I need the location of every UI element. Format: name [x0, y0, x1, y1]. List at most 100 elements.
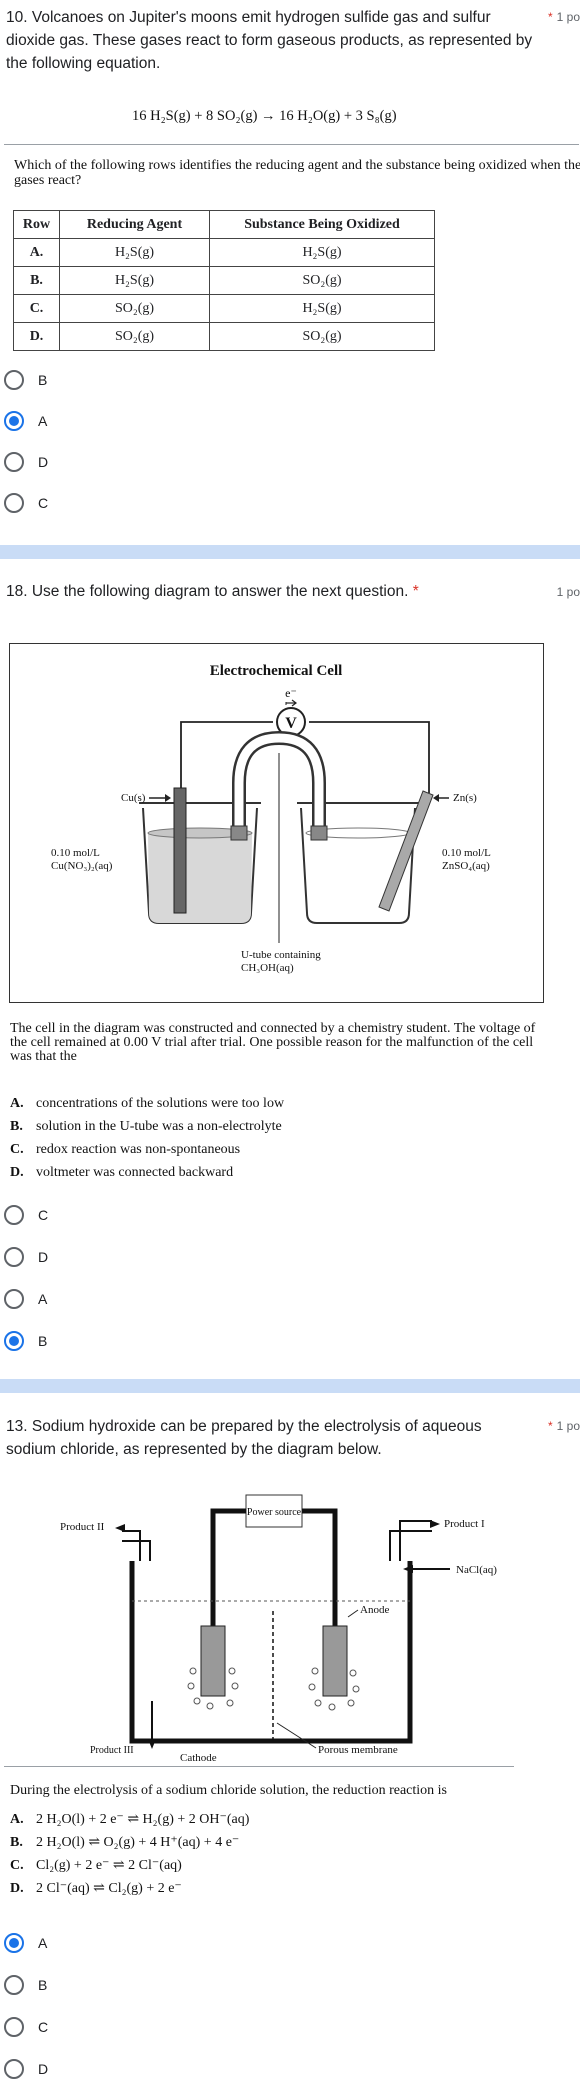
copper-electrode — [173, 787, 187, 914]
svg-text:Zn(s): Zn(s) — [453, 792, 477, 804]
prompt-text: 18. Use the following diagram to answer … — [6, 583, 409, 600]
option-c[interactable]: C — [4, 2015, 48, 2039]
option-label: B — [38, 1977, 48, 1993]
option-d[interactable]: D — [4, 1245, 48, 1269]
option-c[interactable]: C — [4, 491, 48, 515]
question-13-points: *1 po — [548, 1419, 580, 1433]
table-header: Substance Being Oxidized — [209, 210, 435, 239]
radio-button[interactable] — [4, 2017, 24, 2037]
question-18-prompt: 18. Use the following diagram to answer … — [6, 580, 526, 603]
option-b[interactable]: B — [4, 1329, 47, 1353]
radio-button[interactable] — [4, 2059, 24, 2079]
zinc-electrode — [378, 790, 434, 912]
choice-a: A.2 H₂O(l) + 2 e⁻ ⇌ H₂(g) + 2 OH⁻(aq) — [10, 1812, 250, 1827]
anode-electrode — [322, 1625, 348, 1697]
left-solution — [148, 833, 252, 923]
option-label: B — [38, 1333, 48, 1349]
option-d[interactable]: D — [4, 2057, 48, 2081]
electrolysis-tank — [129, 1561, 413, 1744]
table-cell: SO₂(g) — [59, 294, 210, 323]
table-cell: A. — [13, 238, 60, 267]
table-row: B.H₂S(g)SO₂(g) — [13, 266, 435, 295]
radio-button[interactable] — [4, 452, 24, 472]
option-label: D — [38, 454, 49, 470]
choice-d: D.2 Cl⁻(aq) ⇌ Cl₂(g) + 2 e⁻ — [10, 1881, 182, 1896]
section-separator — [0, 545, 580, 559]
table-cell: SO₂(g) — [209, 322, 435, 351]
required-mark: * — [547, 1419, 553, 1433]
choice-b: B.solution in the U-tube was a non-elect… — [10, 1119, 282, 1134]
option-c[interactable]: C — [4, 1203, 48, 1227]
right-beaker — [300, 807, 416, 924]
option-label: C — [38, 1207, 49, 1223]
table-cell: SO₂(g) — [209, 266, 435, 295]
option-d[interactable]: D — [4, 450, 48, 474]
answer-table: Row Reducing Agent Substance Being Oxidi… — [13, 210, 435, 351]
radio-button[interactable] — [4, 1205, 24, 1225]
svg-text:0.10 mol/L: 0.10 mol/L — [442, 847, 491, 859]
option-b[interactable]: B — [4, 368, 47, 392]
option-label: C — [38, 495, 49, 511]
table-row: C.SO₂(g)H₂S(g) — [13, 294, 435, 323]
choice-c: C.redox reaction was non-spontaneous — [10, 1142, 241, 1157]
svg-text:Product II: Product II — [60, 1521, 105, 1533]
option-label: C — [38, 2019, 49, 2035]
electrolysis-diagram: Power source Product II Product I NaCl(a… — [60, 1494, 497, 1764]
svg-text:ZnSO₄(aq): ZnSO₄(aq) — [442, 860, 490, 872]
option-a[interactable]: A — [4, 1931, 47, 1955]
table-header: Reducing Agent — [59, 210, 210, 239]
section-separator — [0, 1379, 580, 1393]
question-10-prompt: 10. Volcanoes on Jupiter's moons emit hy… — [6, 9, 533, 72]
table-header: Row — [13, 210, 60, 239]
svg-text:Product III: Product III — [90, 1745, 134, 1756]
choice-d: D.voltmeter was connected backward — [10, 1165, 234, 1180]
option-label: B — [38, 372, 48, 388]
svg-text:Porous membrane: Porous membrane — [318, 1744, 398, 1756]
question-10-card: 10. Volcanoes on Jupiter's moons emit hy… — [0, 0, 580, 545]
svg-text:Power source: Power source — [247, 1507, 302, 1518]
points-label: 1 po — [556, 1419, 580, 1433]
option-label: A — [38, 413, 48, 429]
question-18-points: 1 po — [556, 585, 580, 599]
svg-text:e⁻: e⁻ — [285, 686, 297, 700]
option-a[interactable]: A — [4, 409, 47, 433]
svg-text:CH₃OH(aq): CH₃OH(aq) — [241, 962, 294, 974]
radio-button[interactable] — [4, 1289, 24, 1309]
radio-button-selected[interactable] — [4, 411, 24, 431]
option-a[interactable]: A — [4, 1287, 47, 1311]
table-cell: C. — [13, 294, 60, 323]
question-10-equation: 16 H₂S(g) + 8 SO₂(g) → 16 H₂O(g) + 3 S₈(… — [132, 108, 397, 124]
table-cell: SO₂(g) — [59, 322, 210, 351]
radio-button[interactable] — [4, 1975, 24, 1995]
radio-button[interactable] — [4, 493, 24, 513]
table-cell: H₂S(g) — [209, 238, 435, 267]
choice-b: B.2 H₂O(l) ⇌ O₂(g) + 4 H⁺(aq) + 4 e⁻ — [10, 1835, 240, 1850]
table-cell: H₂S(g) — [59, 266, 210, 295]
question-10-question: Which of the following rows identifies t… — [14, 158, 580, 188]
svg-text:Product I: Product I — [444, 1518, 485, 1530]
radio-button[interactable] — [4, 1247, 24, 1267]
diagram-title: Electrochemical Cell — [210, 663, 343, 679]
question-13-prompt: 13. Sodium hydroxide can be prepared by … — [6, 1418, 482, 1458]
radio-button[interactable] — [4, 370, 24, 390]
svg-text:0.10 mol/L: 0.10 mol/L — [51, 847, 100, 859]
question-13-card: 13. Sodium hydroxide can be prepared by … — [0, 1393, 580, 2095]
svg-text:Cu(NO₃)₂(aq): Cu(NO₃)₂(aq) — [51, 860, 113, 872]
option-label: D — [38, 2061, 49, 2077]
option-b[interactable]: B — [4, 1973, 47, 1997]
svg-text:NaCl(aq): NaCl(aq) — [456, 1564, 497, 1576]
option-label: D — [38, 1249, 49, 1265]
svg-text:Cu(s): Cu(s) — [121, 792, 146, 804]
choice-c: C.Cl₂(g) + 2 e⁻ ⇌ 2 Cl⁻(aq) — [10, 1858, 182, 1873]
question-10-points: *1 po — [548, 10, 580, 24]
required-mark: * — [412, 583, 419, 600]
divider — [4, 1766, 514, 1767]
choice-a: A.concentrations of the solutions were t… — [10, 1096, 285, 1111]
radio-button-selected[interactable] — [4, 1331, 24, 1351]
question-13-stem: During the electrolysis of a sodium chlo… — [10, 1783, 448, 1798]
radio-button-selected[interactable] — [4, 1933, 24, 1953]
table-cell: H₂S(g) — [209, 294, 435, 323]
required-mark: * — [547, 10, 553, 24]
table-cell: D. — [13, 322, 60, 351]
table-cell: B. — [13, 266, 60, 295]
